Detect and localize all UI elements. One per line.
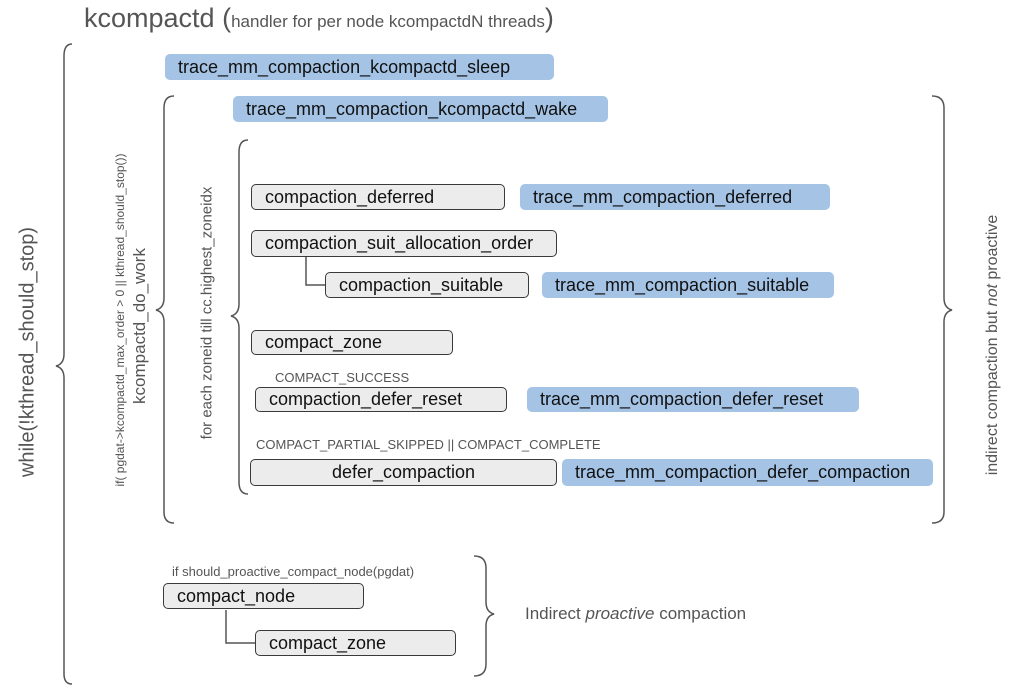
proactive-note-em: proactive bbox=[585, 604, 655, 623]
indirect-brace bbox=[931, 95, 953, 524]
indirect-note-pre: indirect compaction but bbox=[984, 306, 1001, 476]
condition-compact-success: COMPACT_SUCCESS bbox=[275, 370, 410, 385]
indirect-note-post: proactive bbox=[984, 214, 1001, 285]
outer-loop-brace bbox=[55, 43, 73, 685]
title-name: kcompactd bbox=[84, 3, 215, 33]
proactive-note-pre: Indirect bbox=[525, 604, 586, 623]
suit-to-suitable-connector bbox=[305, 257, 325, 286]
fn-compact-zone: compact_zone bbox=[251, 330, 453, 355]
fn-compaction-deferred: compaction_deferred bbox=[251, 184, 505, 210]
fn-compaction-suitable: compaction_suitable bbox=[325, 272, 529, 298]
trace-compaction-suitable: trace_mm_compaction_suitable bbox=[542, 272, 834, 298]
trace-compaction-defer-reset: trace_mm_compaction_defer_reset bbox=[527, 387, 859, 412]
title-open-paren: ( bbox=[222, 3, 232, 33]
proactive-compaction-note: Indirect proactive compaction bbox=[525, 604, 746, 624]
proactive-brace bbox=[473, 555, 495, 677]
trace-compaction-deferred: trace_mm_compaction_deferred bbox=[520, 184, 830, 210]
fn-compact-node: compact_node bbox=[163, 583, 364, 609]
do-work-label: kcompactd_do_work bbox=[130, 248, 149, 404]
trace-kcompactd-sleep: trace_mm_compaction_kcompactd_sleep bbox=[165, 54, 554, 80]
trace-kcompactd-wake: trace_mm_compaction_kcompactd_wake bbox=[233, 96, 608, 122]
zone-loop-label: for each zoneid till cc.highest_zoneidx bbox=[198, 186, 216, 440]
condition-partial-or-complete: COMPACT_PARTIAL_SKIPPED || COMPACT_COMPL… bbox=[256, 437, 601, 452]
zone-loop-brace bbox=[230, 139, 249, 495]
diagram-title: kcompactd (handler for per node kcompact… bbox=[84, 3, 554, 34]
title-close-paren: ) bbox=[544, 3, 554, 33]
fn-defer-compaction: defer_compaction bbox=[250, 459, 557, 486]
do-work-condition: if( pgdat->kcompactd_max_order > 0 || kt… bbox=[113, 153, 127, 487]
do-work-brace bbox=[155, 95, 175, 524]
trace-compaction-defer-compaction: trace_mm_compaction_defer_compaction bbox=[562, 459, 933, 486]
fn-compaction-suit-allocation-order: compaction_suit_allocation_order bbox=[251, 230, 557, 257]
fn-compaction-defer-reset: compaction_defer_reset bbox=[255, 387, 507, 412]
indirect-not-proactive-note: indirect compaction but not proactive bbox=[984, 215, 1002, 476]
proactive-note-post: compaction bbox=[654, 604, 747, 623]
fn-proactive-compact-zone: compact_zone bbox=[255, 630, 456, 656]
indirect-note-em: not bbox=[984, 284, 1001, 307]
condition-should-proactive-compact: if should_proactive_compact_node(pgdat) bbox=[172, 564, 415, 579]
outer-loop-label: while(!kthread_should_stop) bbox=[16, 226, 39, 478]
title-subtitle: handler for per node kcompactdN threads bbox=[231, 12, 545, 31]
node-to-zone-connector bbox=[225, 610, 255, 644]
